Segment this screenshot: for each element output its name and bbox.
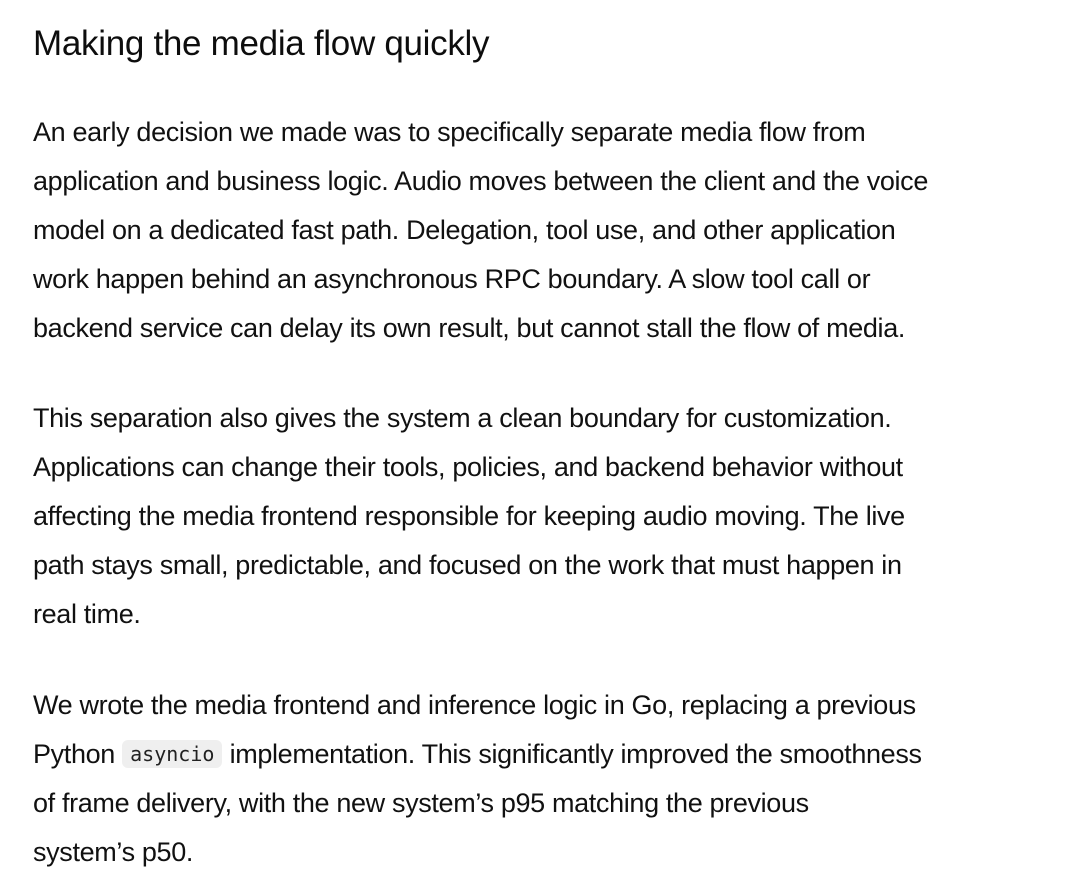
paragraph-line: model on a dedicated fast path. Delegati… (33, 215, 896, 245)
paragraph-line: application and business logic. Audio mo… (33, 166, 928, 196)
paragraph-line: of frame delivery, with the new system’s… (33, 788, 809, 818)
paragraph-line: An early decision we made was to specifi… (33, 117, 866, 147)
inline-code-asyncio: asyncio (122, 740, 223, 768)
paragraph-line: work happen behind an asynchronous RPC b… (33, 264, 871, 294)
text-implementation: implementation. This significantly impro… (229, 739, 922, 769)
paragraph-line: real time. (33, 599, 141, 629)
paragraph-line: We wrote the media frontend and inferenc… (33, 690, 916, 720)
paragraph-line: path stays small, predictable, and focus… (33, 550, 902, 580)
paragraph-media-separation: An early decision we made was to specifi… (33, 108, 1063, 353)
paragraph-line-with-code: Python asyncio implementation. This sign… (33, 730, 1063, 779)
article: Making the media flow quickly An early d… (33, 0, 1063, 867)
section-heading: Making the media flow quickly (33, 24, 490, 63)
paragraph-go-rewrite: We wrote the media frontend and inferenc… (33, 681, 1063, 877)
paragraph-line: affecting the media frontend responsible… (33, 501, 905, 531)
text-python: Python (33, 739, 115, 769)
paragraph-line: This separation also gives the system a … (33, 403, 892, 433)
paragraph-customization: This separation also gives the system a … (33, 394, 1063, 639)
paragraph-line: system’s p50. (33, 837, 194, 867)
paragraph-line: Applications can change their tools, pol… (33, 452, 903, 482)
paragraph-line: backend service can delay its own result… (33, 313, 906, 343)
